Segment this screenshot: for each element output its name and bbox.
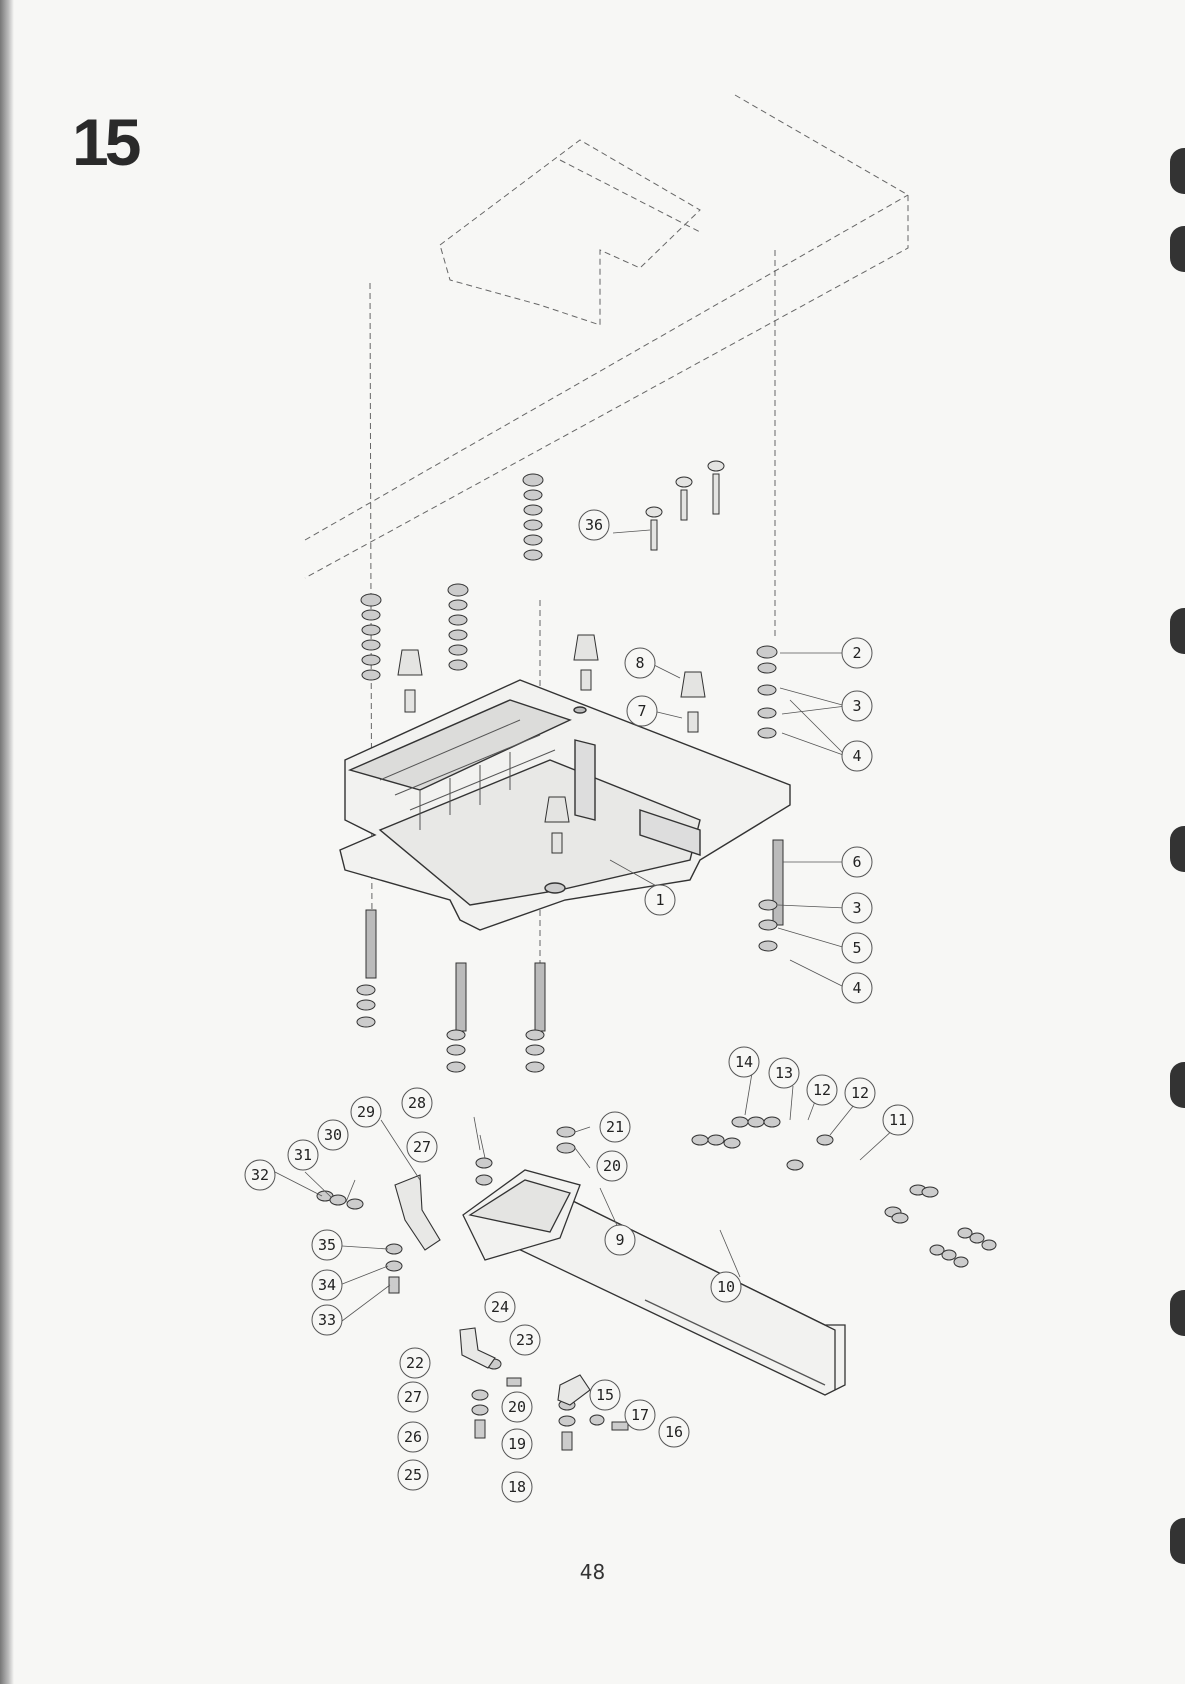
callout-label: 22 xyxy=(406,1354,424,1372)
callout-label: 23 xyxy=(516,1331,534,1349)
callout-label: 15 xyxy=(596,1386,614,1404)
callout-c21: 21 xyxy=(600,1112,630,1142)
callout-c16: 16 xyxy=(659,1417,689,1447)
callout-label: 18 xyxy=(508,1478,526,1496)
callout-label: 34 xyxy=(318,1276,336,1294)
callout-label: 13 xyxy=(775,1064,793,1082)
callout-label: 8 xyxy=(635,654,644,672)
callout-c28: 28 xyxy=(402,1088,432,1118)
callout-c27b: 27 xyxy=(398,1382,428,1412)
callout-label: 7 xyxy=(637,702,646,720)
callout-c30: 30 xyxy=(318,1120,348,1150)
callout-label: 33 xyxy=(318,1311,336,1329)
callout-label: 1 xyxy=(655,891,664,909)
callout-label: 26 xyxy=(404,1428,422,1446)
callout-c3a: 3 xyxy=(842,691,872,721)
callout-label: 30 xyxy=(324,1126,342,1144)
callout-label: 28 xyxy=(408,1094,426,1112)
callout-c29: 29 xyxy=(351,1097,381,1127)
callout-c34: 34 xyxy=(312,1270,342,1300)
callout-c14: 14 xyxy=(729,1047,759,1077)
callout-label: 9 xyxy=(615,1231,624,1249)
callout-label: 2 xyxy=(852,644,861,662)
callout-label: 24 xyxy=(491,1298,509,1316)
callout-c3b: 3 xyxy=(842,893,872,923)
callout-c8: 8 xyxy=(625,648,655,678)
callout-label: 5 xyxy=(852,939,861,957)
callout-c12b: 12 xyxy=(845,1078,875,1108)
callout-label: 25 xyxy=(404,1466,422,1484)
callout-label: 27 xyxy=(413,1138,431,1156)
callout-c4a: 4 xyxy=(842,741,872,771)
callout-c1: 1 xyxy=(645,885,675,915)
callout-label: 4 xyxy=(852,979,861,997)
callout-c18: 18 xyxy=(502,1472,532,1502)
callout-c15: 15 xyxy=(590,1380,620,1410)
callout-c25: 25 xyxy=(398,1460,428,1490)
callout-label: 29 xyxy=(357,1103,375,1121)
callout-c12a: 12 xyxy=(807,1075,837,1105)
oil-pan-and-rail xyxy=(463,1170,845,1395)
callout-label: 10 xyxy=(717,1278,735,1296)
page-number: 48 xyxy=(0,1560,1185,1584)
callout-c13: 13 xyxy=(769,1058,799,1088)
callout-c10: 10 xyxy=(711,1272,741,1302)
callout-label: 14 xyxy=(735,1053,753,1071)
callout-c32: 32 xyxy=(245,1160,275,1190)
callout-label: 3 xyxy=(852,697,861,715)
callout-label: 35 xyxy=(318,1236,336,1254)
callout-c27a: 27 xyxy=(407,1132,437,1162)
callout-label: 3 xyxy=(852,899,861,917)
callout-label: 27 xyxy=(404,1388,422,1406)
callout-label: 4 xyxy=(852,747,861,765)
callout-c9: 9 xyxy=(605,1225,635,1255)
callout-c31: 31 xyxy=(288,1140,318,1170)
callout-label: 17 xyxy=(631,1406,649,1424)
callout-label: 16 xyxy=(665,1423,683,1441)
callout-c26: 26 xyxy=(398,1422,428,1452)
callout-label: 31 xyxy=(294,1146,312,1164)
callout-label: 20 xyxy=(508,1398,526,1416)
callout-label: 19 xyxy=(508,1435,526,1453)
callout-c20a: 20 xyxy=(597,1151,627,1181)
callout-label: 12 xyxy=(851,1084,869,1102)
callout-label: 12 xyxy=(813,1081,831,1099)
callout-c24: 24 xyxy=(485,1292,515,1322)
callout-c23: 23 xyxy=(510,1325,540,1355)
callout-c5: 5 xyxy=(842,933,872,963)
callout-c4b: 4 xyxy=(842,973,872,1003)
callout-c33: 33 xyxy=(312,1305,342,1335)
callout-c35: 35 xyxy=(312,1230,342,1260)
callout-label: 11 xyxy=(889,1111,907,1129)
callout-c2: 2 xyxy=(842,638,872,668)
callout-c22: 22 xyxy=(400,1348,430,1378)
callout-c6: 6 xyxy=(842,847,872,877)
callout-c19: 19 xyxy=(502,1429,532,1459)
callout-label: 21 xyxy=(606,1118,624,1136)
callout-label: 6 xyxy=(852,853,861,871)
callout-label: 20 xyxy=(603,1157,621,1175)
callout-c7: 7 xyxy=(627,696,657,726)
callout-label: 32 xyxy=(251,1166,269,1184)
callout-c36: 36 xyxy=(579,510,609,540)
callout-c20b: 20 xyxy=(502,1392,532,1422)
callout-c11: 11 xyxy=(883,1105,913,1135)
callout-c17: 17 xyxy=(625,1400,655,1430)
callout-label: 36 xyxy=(585,516,603,534)
